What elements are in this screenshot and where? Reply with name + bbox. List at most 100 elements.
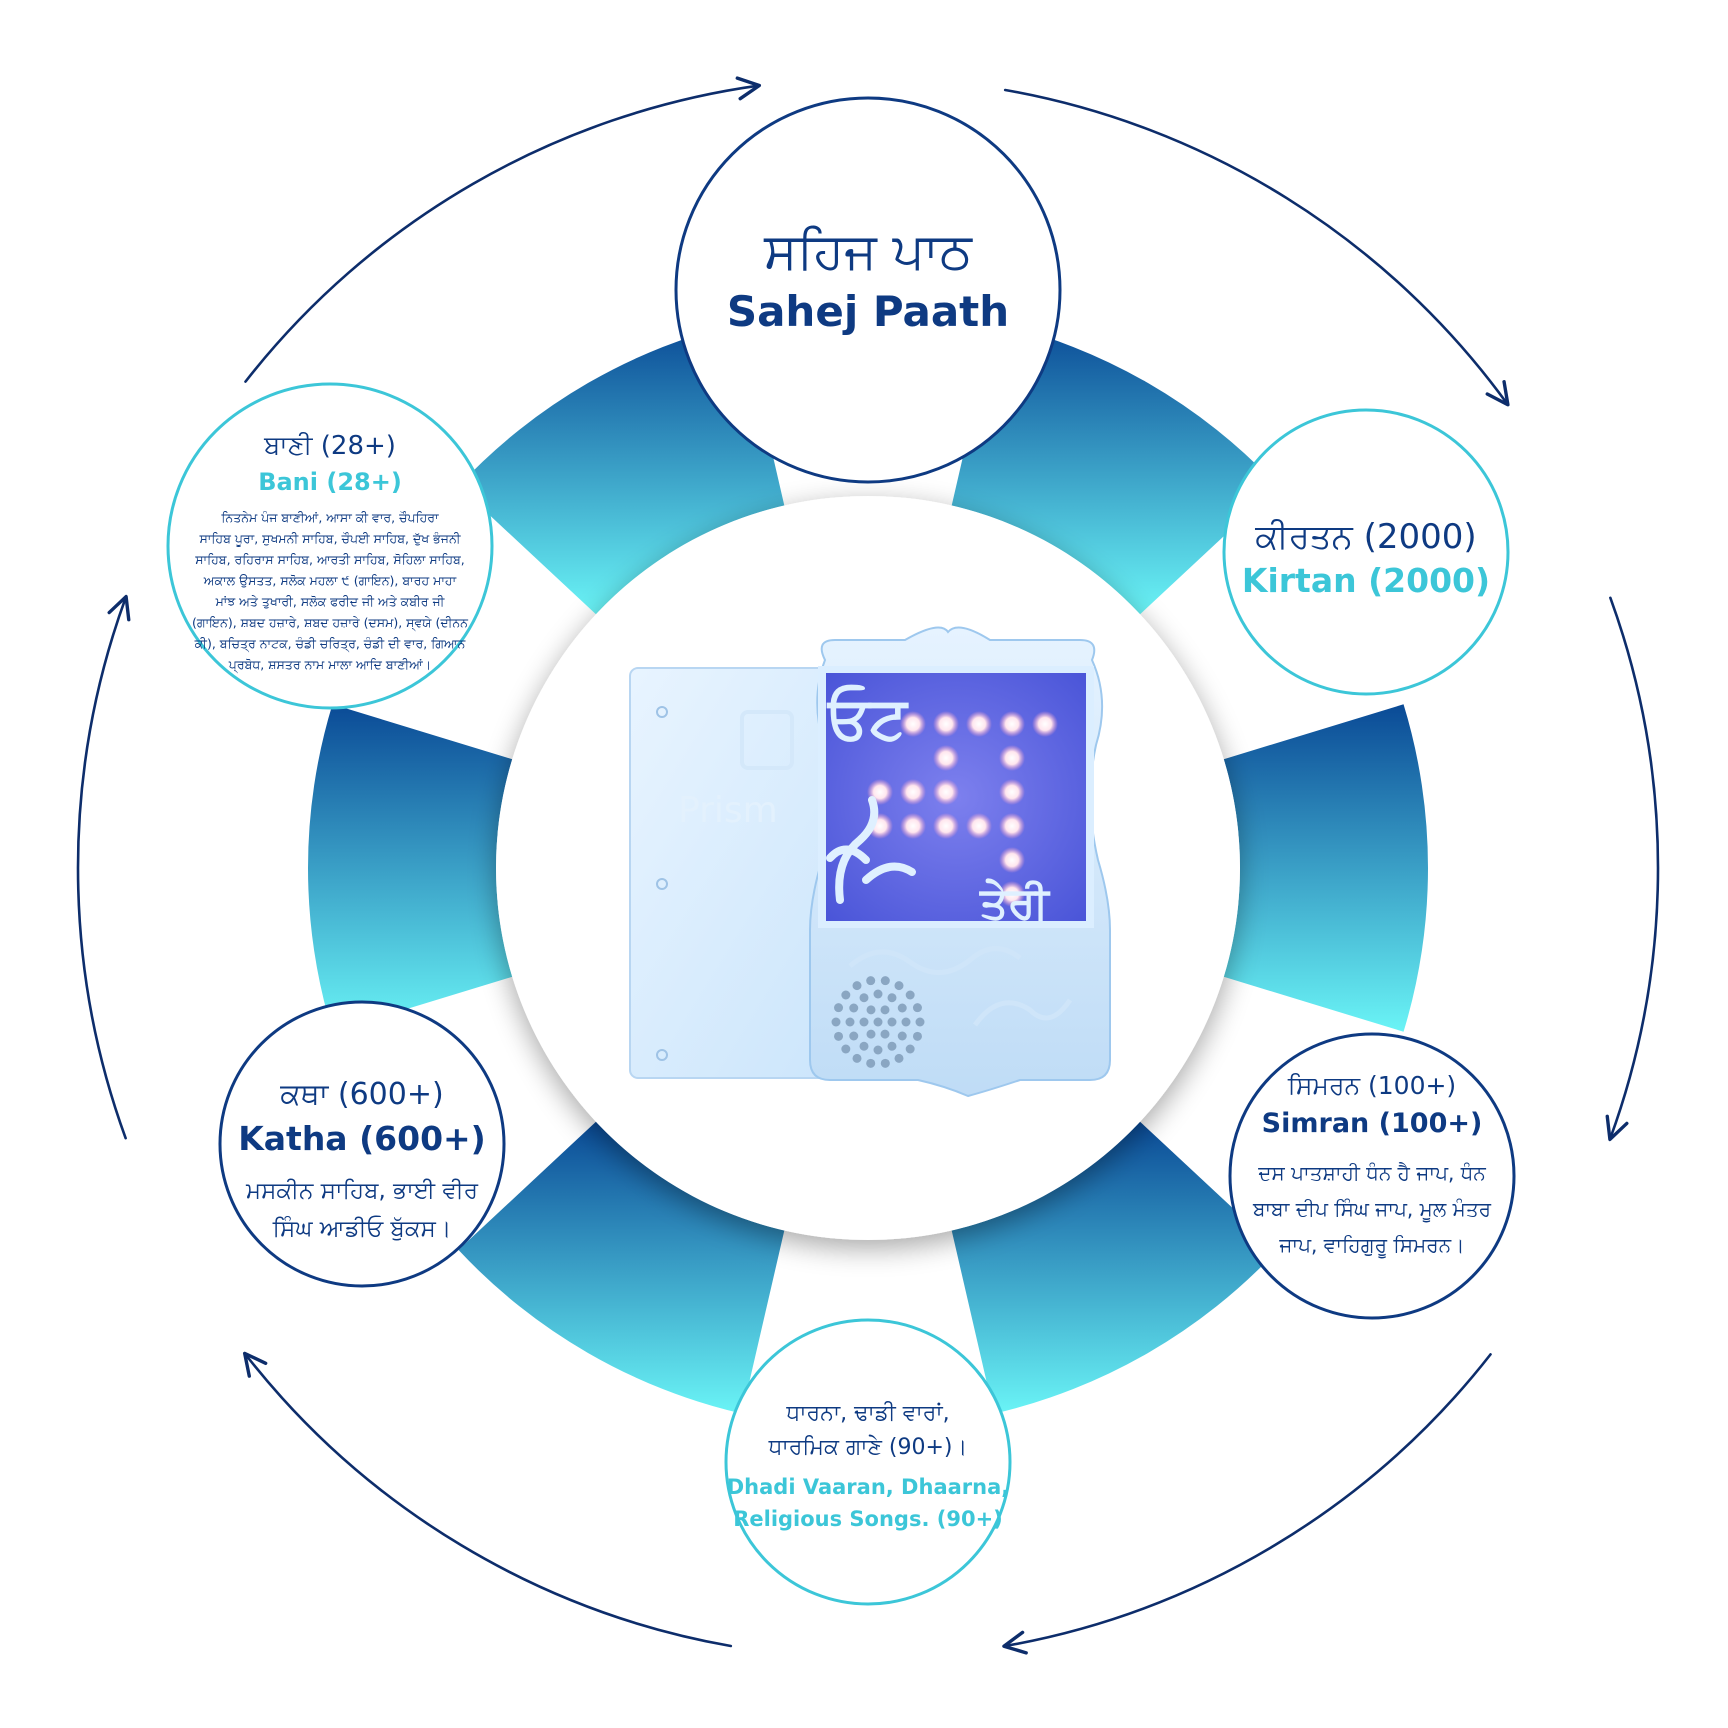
simran-desc-line: ਬਾਬਾ ਦੀਪ ਸਿੰਘ ਜਾਪ, ਮੂਲ ਮੰਤਰ xyxy=(1252,1197,1492,1223)
bani-punjabi: ਬਾਣੀ (28+) xyxy=(263,431,396,461)
cycle-arrow-icon xyxy=(76,594,131,1140)
speaker-hole xyxy=(859,1041,869,1051)
speaker-hole xyxy=(834,1003,844,1013)
bani-desc-line: (ਗਾਇਨ), ਸ਼ਬਦ ਹਜ਼ਾਰੇ, ਸ਼ਬਦ ਹਜ਼ਾਰੇ (ਦਸਮ), … xyxy=(192,615,469,632)
cycle-arrow-icon xyxy=(244,76,762,383)
speaker-hole xyxy=(845,1017,855,1027)
speaker-hole xyxy=(866,1058,876,1068)
speaker-hole xyxy=(859,1017,869,1027)
speaker-hole xyxy=(894,981,904,991)
katha-desc-line: ਮਸਕੀਨ ਸਾਹਿਬ, ਭਾਈ ਵੀਰ xyxy=(245,1178,479,1204)
led-dot xyxy=(966,813,992,839)
speaker-hole xyxy=(873,989,883,999)
speaker-hole xyxy=(873,1045,883,1055)
speaker-hole xyxy=(915,1017,925,1027)
sahej-punjabi: ਸਹਿਜ ਪਾਠ xyxy=(763,222,973,280)
node-kirtan: ਕੀਰਤਨ (2000) Kirtan (2000) xyxy=(1222,408,1510,696)
speaker-hole xyxy=(905,990,915,1000)
ring-segment xyxy=(1223,704,1428,1032)
simran-desc-line: ਜਾਪ, ਵਾਹਿਗੁਰੂ ਸਿਮਰਨ। xyxy=(1278,1233,1464,1259)
speaker-hole xyxy=(834,1031,844,1041)
speaker-hole xyxy=(852,981,862,991)
simran-desc-line: ਦਸ ਪਾਤਸ਼ਾਹੀ ਧੰਨ ਹੈ ਜਾਪ, ਧੰਨ xyxy=(1257,1161,1486,1185)
cycle-ring xyxy=(308,322,1428,1414)
prism-logo-icon xyxy=(740,710,794,770)
node-katha: ਕਥਾ (600+) Katha (600+) ਮਸਕੀਨ ਸਾਹਿਬ, ਭਾਈ… xyxy=(218,1000,506,1288)
speaker-hole xyxy=(866,976,876,986)
bani-desc-line: ਕੀ), ਬਚਿਤ੍ਰ ਨਾਟਕ, ਚੰਡੀ ਚਰਿਤ੍ਰ, ਚੰਡੀ ਦੀ ਵ… xyxy=(194,636,467,653)
led-dot xyxy=(900,813,926,839)
speaker-hole xyxy=(887,1041,897,1051)
katha-english: Katha (600+) xyxy=(238,1119,486,1158)
cycle-arrows xyxy=(76,76,1660,1655)
ring-segment xyxy=(951,1121,1278,1414)
speaker-hole xyxy=(849,1003,859,1013)
dhadi-punjabi-line: ਧਾਰਮਿਕ ਗਾਣੇ (90+)। xyxy=(768,1434,968,1460)
speaker-hole xyxy=(894,1053,904,1063)
speaker-hole xyxy=(880,1029,890,1039)
swirl-decoration xyxy=(848,946,1022,975)
led-dot xyxy=(1032,711,1058,737)
katha-punjabi: ਕਥਾ (600+) xyxy=(279,1077,443,1112)
ring-segment xyxy=(308,704,513,1032)
bani-desc-line: ਸਾਹਿਬ, ਰਹਿਰਾਸ ਸਾਹਿਬ, ਆਰਤੀ ਸਾਹਿਬ, ਸੋਹਿਲਾ … xyxy=(194,552,465,567)
node-simran: ਸਿਮਰਨ (100+) Simran (100+) ਦਸ ਪਾਤਸ਼ਾਹੀ ਧ… xyxy=(1228,1032,1516,1320)
led-dot xyxy=(999,813,1025,839)
speaker-grille-icon xyxy=(831,976,925,1068)
speaker-hole xyxy=(880,1058,890,1068)
speaker-hole xyxy=(849,1031,859,1041)
bani-desc-line: ਨਿਤਨੇਮ ਪੰਜ ਬਾਣੀਆਂ, ਆਸਾ ਕੀ ਵਾਰ, ਚੌਪਹਿਰਾ xyxy=(220,510,440,525)
dhadi-punjabi-line: ਧਾਰਨਾ, ਢਾਡੀ ਵਾਰਾਂ, xyxy=(785,1401,949,1426)
node-sahej-paath: ਸਹਿਜ ਪਾਠ Sahej Paath xyxy=(674,96,1062,484)
speaker-hole xyxy=(831,1017,841,1027)
led-dot xyxy=(999,711,1025,737)
speaker-hole xyxy=(859,993,869,1003)
led-dot xyxy=(999,779,1025,805)
screw-icon xyxy=(656,1049,668,1061)
bani-desc-line: ਪ੍ਰਬੋਧ, ਸ਼ਸਤਰ ਨਾਮ ਮਾਲਾ ਆਦਿ ਬਾਣੀਆਂ। xyxy=(228,657,431,674)
node-bani: ਬਾਣੀ (28+) Bani (28+) ਨਿਤਨੇਮ ਪੰਜ ਬਾਣੀਆਂ,… xyxy=(166,382,494,710)
led-dot xyxy=(933,779,959,805)
screw-icon xyxy=(656,706,668,718)
speaker-hole xyxy=(852,1053,862,1063)
kirtan-punjabi: ਕੀਰਤਨ (2000) xyxy=(1254,517,1476,557)
led-dot xyxy=(966,711,992,737)
speaker-hole xyxy=(841,990,851,1000)
led-dot xyxy=(900,779,926,805)
simran-english: Simran (100+) xyxy=(1262,1108,1483,1139)
prism-device: Prism ਓਟ ਤੇਰੀ xyxy=(629,626,1111,1098)
led-dot xyxy=(933,711,959,737)
leaf-emblem-icon xyxy=(972,998,1073,1027)
speaker-hole xyxy=(866,1029,876,1039)
ring-segment xyxy=(951,322,1278,615)
bani-desc-line: ਅਕਾਲ ਉਸਤਤ, ਸਲੋਕ ਮਹਲਾ ੯ (ਗਾਇਨ), ਬਾਰਹ ਮਾਹਾ xyxy=(203,573,458,588)
katha-desc-line: ਸਿੰਘ ਆਡੀਓ ਬੁੱਕਸ। xyxy=(272,1215,452,1242)
device-brand: Prism xyxy=(678,790,778,831)
kirtan-english: Kirtan (2000) xyxy=(1242,561,1490,600)
ring-segment xyxy=(458,322,785,615)
cycle-arrow-icon xyxy=(1003,88,1510,407)
bani-description: ਨਿਤਨੇਮ ਪੰਜ ਬਾਣੀਆਂ, ਆਸਾ ਕੀ ਵਾਰ, ਚੌਪਹਿਰਾ ਸਾ… xyxy=(192,510,469,674)
screw-icon xyxy=(656,878,668,890)
bani-desc-line: ਮਾਂਝ ਅਤੇ ਤੁਖਾਰੀ, ਸਲੋਕ ਫਰੀਦ ਜੀ ਅਤੇ ਕਬੀਰ ਜ… xyxy=(215,594,446,609)
speaker-hole xyxy=(841,1044,851,1054)
simran-punjabi: ਸਿਮਰਨ (100+) xyxy=(1287,1071,1456,1100)
speaker-hole xyxy=(905,1044,915,1054)
speaker-hole xyxy=(880,976,890,986)
led-dot xyxy=(999,745,1025,771)
leaf-icon xyxy=(826,796,916,904)
speaker-hole xyxy=(897,1031,907,1041)
speaker-hole xyxy=(887,1017,897,1027)
speaker-hole xyxy=(873,1017,883,1027)
speaker-hole xyxy=(912,1031,922,1041)
cycle-arrow-icon xyxy=(1002,1353,1492,1655)
dhadi-english-line: Religious Songs. (90+) xyxy=(733,1507,1003,1531)
screen-word-top: ਓਟ xyxy=(826,684,910,752)
led-dot xyxy=(999,847,1025,873)
cycle-arrow-icon xyxy=(242,1351,733,1648)
led-dot xyxy=(933,813,959,839)
dhadi-english-line: Dhadi Vaaran, Dhaarna, xyxy=(727,1475,1010,1499)
screen-word-bottom: ਤੇਰੀ xyxy=(979,878,1050,929)
speaker-hole xyxy=(880,1005,890,1015)
